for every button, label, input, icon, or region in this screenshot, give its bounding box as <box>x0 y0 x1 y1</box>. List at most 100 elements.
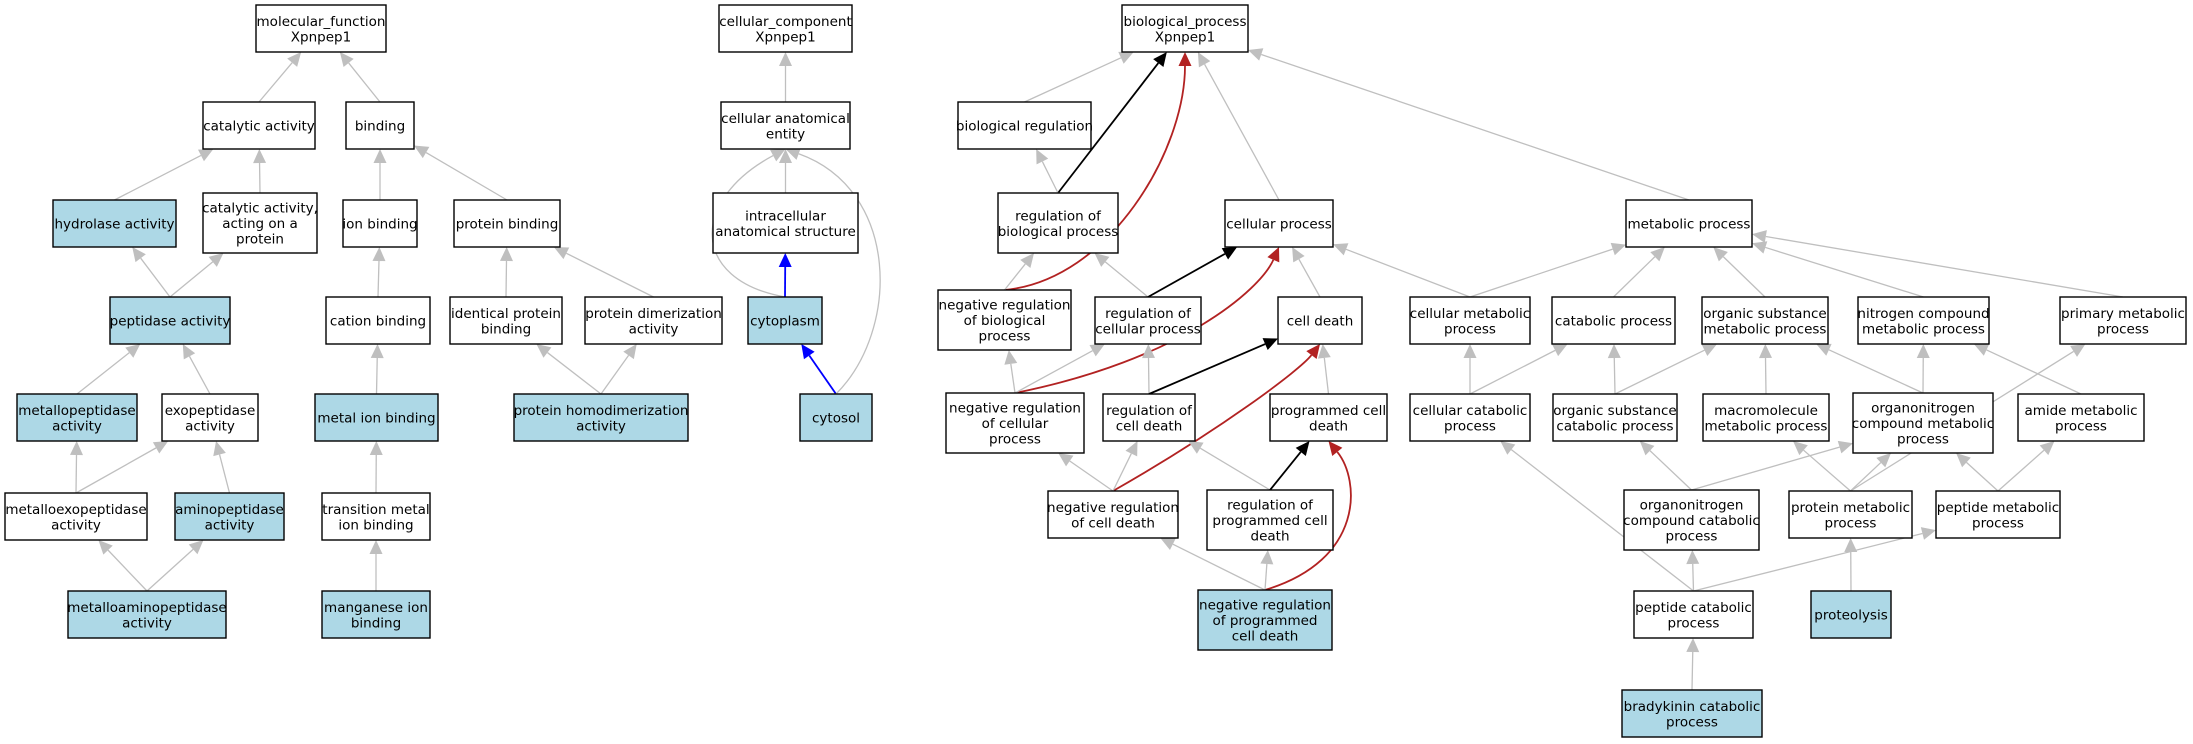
node-label-line: cellular anatomical <box>721 111 850 127</box>
node-label-line: metalloaminopeptidase <box>67 600 226 616</box>
node-mib: metal ion binding <box>314 393 439 442</box>
edge-pepcp-to-pepmp-arrowhead <box>1920 527 1936 540</box>
node-label-line: activity <box>629 321 679 337</box>
edge-oncmp-to-osmp-arrowhead <box>1816 343 1832 356</box>
node-label-line: metabolic process <box>1704 321 1827 337</box>
node-label-line: cellular catabolic <box>1413 403 1528 419</box>
edge-rpcd-to-rcd <box>1199 447 1271 491</box>
node-label-line: exopeptidase <box>165 403 256 419</box>
node-box <box>67 590 227 639</box>
edge-pep-to-hyd-arrowhead <box>132 247 146 263</box>
edge-pepcp-to-pepmp <box>1693 532 1923 592</box>
node-box <box>937 289 1072 351</box>
node-breg: biological regulation <box>956 101 1093 150</box>
node-box <box>1224 199 1334 248</box>
edge-pep-to-catp-arrowhead <box>208 253 224 267</box>
node-box <box>1857 296 1990 345</box>
node-box <box>1702 393 1830 442</box>
edge-rpcd-to-pcd-arrowhead <box>1295 441 1310 456</box>
edge-ncmp-to-mp <box>1765 246 1924 298</box>
edge-breg-to-bp <box>1024 57 1122 103</box>
node-label-line: process <box>1668 615 1720 631</box>
node-box <box>1623 489 1760 551</box>
node-label-line: regulation of <box>1015 208 1102 224</box>
node-label-line: regulation of <box>1105 306 1192 322</box>
edge-mexo-to-exo <box>75 447 157 494</box>
node-label-line: process <box>1972 515 2024 531</box>
node-box <box>2059 296 2187 345</box>
edge-pdim-to-protb-arrowhead <box>553 247 570 260</box>
node-label-line: metabolic process <box>1628 217 1751 233</box>
edge-catb-to-ionb <box>377 260 380 298</box>
edge-protb-to-bind <box>425 151 508 201</box>
edge-pcd-to-cd <box>1323 357 1330 395</box>
edge-oncmp-to-osmp <box>1828 349 1924 394</box>
node-label-line: manganese ion <box>324 600 428 616</box>
node-label-line: biological process <box>998 224 1119 240</box>
node-label-line: binding <box>481 321 531 337</box>
edge-ncmp-to-mp-arrowhead <box>1752 241 1768 254</box>
node-label-line: binding <box>351 615 401 631</box>
node-box <box>718 4 853 53</box>
edge-pmp-to-mp-arrowhead <box>1752 230 1767 243</box>
node-label-line: process <box>1825 515 1877 531</box>
node-label-line: activity <box>122 615 172 631</box>
node-label-line: process <box>1666 529 1718 545</box>
node-box <box>255 4 387 53</box>
edge-cyto-to-cae-arrowhead <box>770 149 786 162</box>
node-box <box>1621 689 1763 738</box>
edge-nrbp-to-bp-arrowhead <box>1178 52 1192 66</box>
edge-ias-to-cae-arrowhead <box>779 149 792 163</box>
node-box <box>513 393 689 442</box>
edge-cmp-to-mp <box>1469 248 1613 298</box>
node-box <box>799 393 873 442</box>
edge-osmp-to-mp <box>1722 256 1766 298</box>
edge-mpep-to-pep <box>76 352 130 395</box>
node-label-line: intracellular <box>745 208 826 224</box>
node-label-line: programmed cell <box>1271 403 1386 419</box>
node-label-line: catalytic activity, <box>202 201 318 217</box>
node-box <box>1269 393 1388 442</box>
node-box <box>1121 4 1249 53</box>
edge-cat-to-mf <box>258 62 293 103</box>
node-box <box>1701 296 1829 345</box>
edge-ionb-to-bind-arrowhead <box>373 149 387 163</box>
node-label-line: peptide catabolic <box>1635 600 1752 616</box>
edge-rbp-to-bp <box>1057 62 1160 194</box>
edge-rcp-to-cp-arrowhead <box>1221 247 1238 260</box>
node-box <box>997 192 1119 254</box>
node-label-line: hydrolase activity <box>54 217 174 233</box>
node-label-line: peptide metabolic <box>1937 500 2059 516</box>
node-label-line: acting on a <box>222 216 298 232</box>
node-label-line: Xpnpep1 <box>755 29 815 45</box>
edge-nrcd-to-rcd-arrowhead <box>1125 441 1138 457</box>
node-box <box>453 199 561 248</box>
node-label-line: metabolic process <box>1862 321 1985 337</box>
node-box <box>4 492 148 541</box>
edge-idpb-to-protb-arrowhead <box>499 247 513 262</box>
edge-exo-to-pep-arrowhead <box>182 344 196 360</box>
node-ionb: ion binding <box>342 199 418 248</box>
node-box <box>174 492 285 541</box>
node-box <box>16 393 138 442</box>
node-box <box>1852 392 1994 454</box>
edge-phd-to-idpb-arrowhead <box>536 344 552 358</box>
edge-pepcp-to-ccp-arrowhead <box>1500 441 1516 455</box>
node-cp: cellular process <box>1224 199 1334 248</box>
node-label-line: organic substance <box>1553 403 1676 419</box>
node-label-line: metal ion binding <box>317 411 435 427</box>
node-label-line: cellular process <box>1095 321 1201 337</box>
edge-oscp-to-osmp <box>1614 349 1705 395</box>
node-label-line: negative regulation <box>1199 598 1331 614</box>
node-bind: binding <box>345 101 415 150</box>
